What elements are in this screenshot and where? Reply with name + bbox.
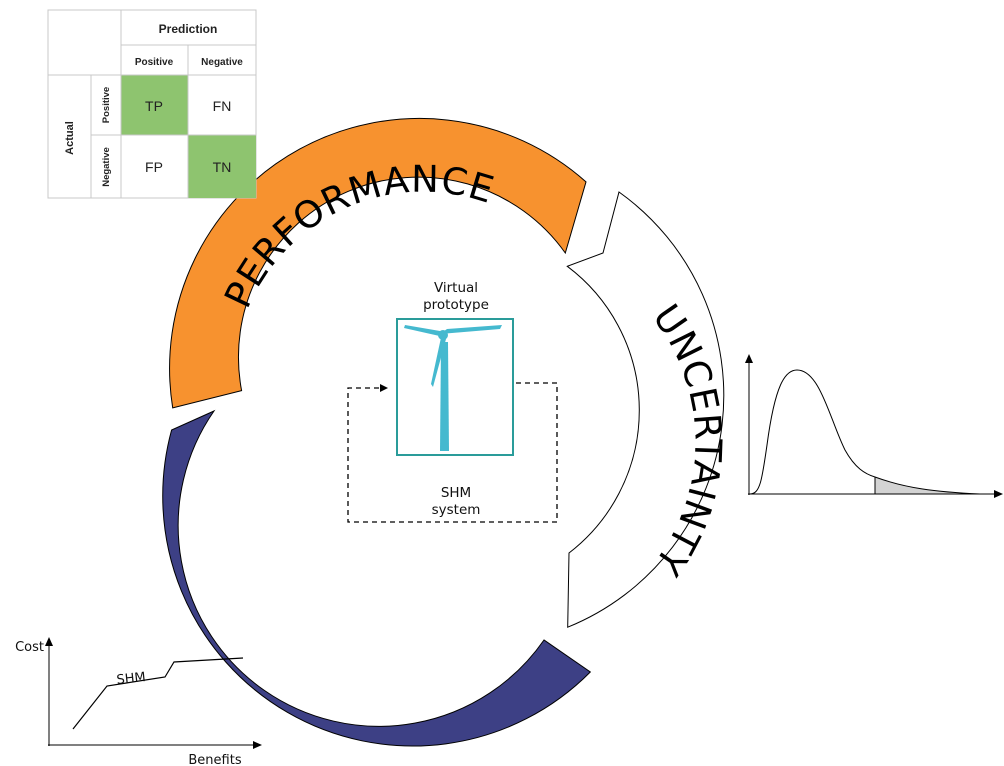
virtual-label-line2: prototype — [423, 297, 489, 313]
loop-arrow-icon — [380, 384, 388, 392]
wind-turbine-icon — [404, 325, 502, 451]
cm-header: Prediction — [159, 22, 218, 36]
cm-col-positive: Positive — [135, 57, 174, 68]
cm-row-negative: Negative — [101, 147, 112, 187]
cm-fp-text: FP — [145, 159, 163, 175]
cm-row-positive: Positive — [101, 87, 112, 123]
cm-cell-tp — [121, 75, 188, 135]
shm-label-line2: system — [432, 502, 481, 518]
distribution-tail-area — [875, 477, 980, 494]
cm-cell-tn — [188, 135, 256, 198]
cm-col-negative: Negative — [201, 57, 243, 68]
cm-tp-text: TP — [145, 98, 163, 114]
shm-label-line1: SHM — [441, 485, 471, 501]
confusion-matrix: Prediction Positive Negative Actual Posi… — [47, 9, 257, 199]
shm-curve-label: SHM — [116, 670, 147, 688]
distribution-chart — [745, 354, 1003, 498]
cost-curve — [72, 657, 244, 730]
uncertainty-segment — [566, 191, 725, 628]
performance-segment — [169, 117, 587, 409]
benefits-axis-label: Benefits — [188, 753, 241, 766]
virtual-label-line1: Virtual — [434, 280, 478, 296]
quantification-segment — [162, 409, 592, 747]
cm-row-group: Actual — [64, 121, 76, 155]
quantification-label: QUANTIFICATION — [190, 518, 443, 704]
virtual-prototype-frame — [396, 318, 514, 456]
cost-axis-label: Cost — [15, 640, 44, 655]
distribution-curve — [749, 369, 981, 495]
cm-tn-text: TN — [213, 159, 232, 175]
cm-fn-text: FN — [213, 98, 232, 114]
cost-benefit-chart: Cost Benefits SHM — [15, 637, 262, 766]
